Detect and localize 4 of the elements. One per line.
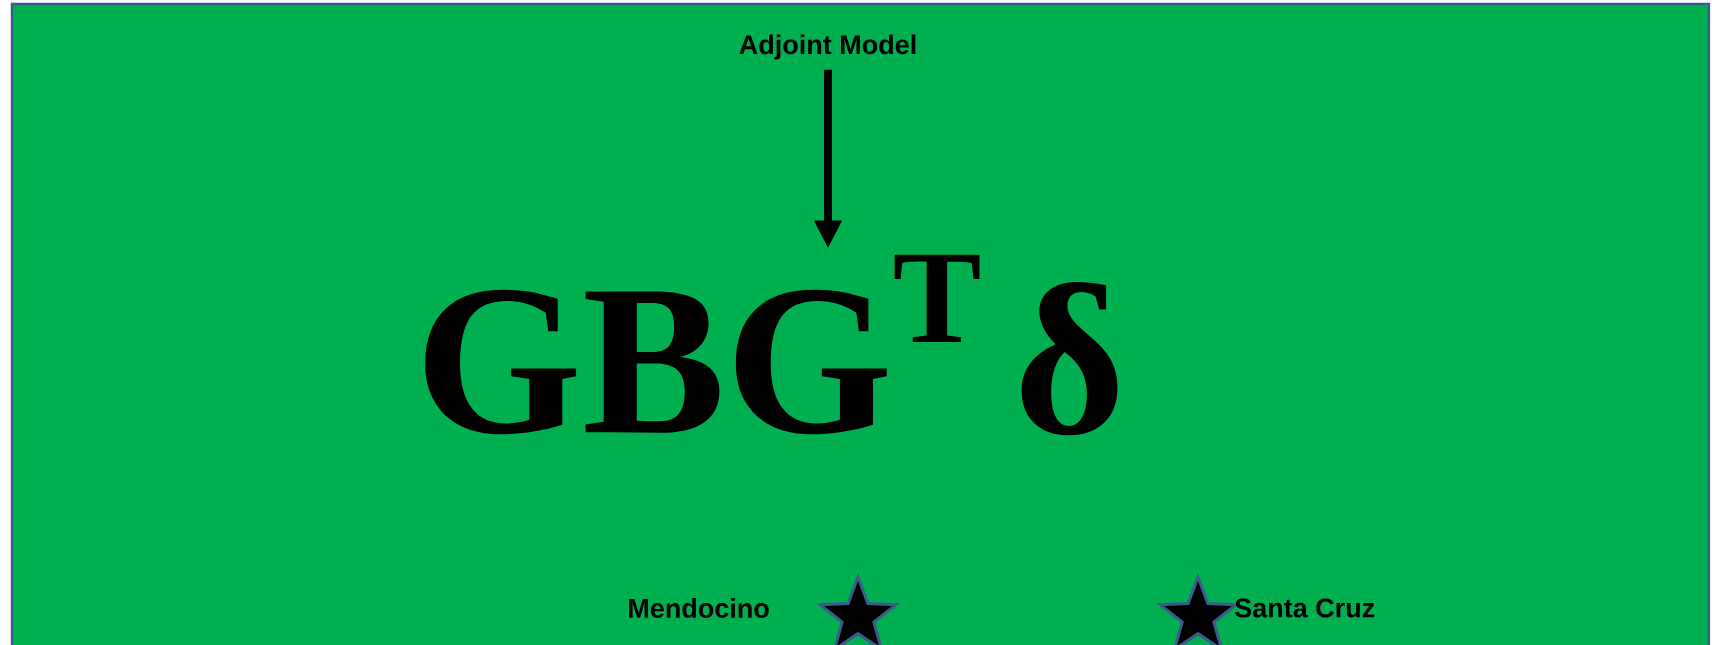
model-label: Adjoint Model	[739, 34, 916, 60]
formula-text: GBG$^{T}$δ	[425, 254, 1118, 436]
place-label: Santa Cruz	[1235, 598, 1375, 618]
place-label: Mendocino	[629, 598, 769, 618]
